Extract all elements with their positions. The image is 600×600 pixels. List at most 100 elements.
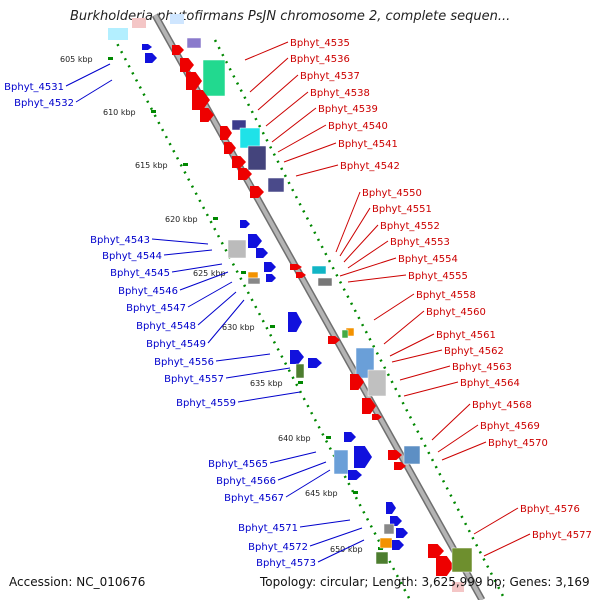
gene-leader	[339, 257, 397, 277]
gene-arrow	[290, 350, 304, 364]
gene-label-bphyt_4539: Bphyt_4539	[318, 104, 378, 115]
gene-label-bphyt_4569: Bphyt_4569	[480, 421, 540, 432]
ruler-tick	[183, 163, 188, 166]
ruler-tick	[298, 381, 303, 384]
ruler-label: 610 kbp	[103, 108, 136, 117]
accession-text: Accession: NC_010676	[9, 575, 146, 589]
gene-label-bphyt_4540: Bphyt_4540	[328, 121, 388, 132]
gene-arrow	[288, 312, 302, 332]
gene-arrow	[388, 450, 402, 460]
ruler-label: 625 kbp	[193, 269, 226, 278]
gene-label-bphyt_4543: Bphyt_4543	[90, 235, 150, 246]
gene-leader	[299, 519, 351, 528]
ruler-tick	[241, 271, 246, 274]
gene-leader	[244, 41, 289, 61]
ruler-tick	[213, 217, 218, 220]
gene-leader	[431, 403, 471, 441]
gene-arrow	[264, 262, 276, 272]
gene-label-bphyt_4551: Bphyt_4551	[372, 204, 432, 215]
gene-label-bphyt_4559: Bphyt_4559	[176, 398, 236, 409]
gene-arrow	[142, 44, 152, 50]
gene-leader	[473, 507, 519, 535]
gene-leader	[391, 349, 443, 363]
gene-leader	[215, 353, 271, 362]
gene-label-bphyt_4566: Bphyt_4566	[216, 476, 276, 487]
gene-label-bphyt_4573: Bphyt_4573	[256, 558, 316, 569]
gene-leader	[225, 367, 291, 379]
gene-label-bphyt_4553: Bphyt_4553	[390, 237, 450, 248]
gene-leader	[441, 441, 487, 461]
gene-label-bphyt_4571: Bphyt_4571	[238, 523, 298, 534]
gene-arrow	[180, 58, 194, 72]
gene-block	[383, 523, 395, 535]
gene-label-bphyt_4554: Bphyt_4554	[398, 254, 458, 265]
gene-leader	[269, 451, 317, 464]
gene-arrow	[186, 72, 202, 90]
gene-block	[375, 551, 389, 565]
gene-leader	[343, 224, 379, 263]
gene-arrow	[232, 156, 246, 168]
gene-leader	[347, 240, 389, 269]
gene-leader	[271, 107, 317, 143]
gene-arrow	[250, 186, 264, 198]
gene-label-bphyt_4548: Bphyt_4548	[136, 321, 196, 332]
gene-block	[231, 119, 247, 131]
gene-arrow	[394, 462, 406, 470]
gene-block	[247, 271, 259, 279]
gene-leader	[309, 527, 363, 547]
gene-leader	[373, 293, 415, 321]
gene-block	[239, 127, 261, 149]
gene-arrow	[224, 142, 236, 154]
gene-leader	[295, 164, 339, 177]
gene-label-bphyt_4542: Bphyt_4542	[340, 161, 400, 172]
gene-block	[227, 239, 247, 259]
ruler-label: 640 kbp	[278, 434, 311, 443]
gene-arrow	[240, 220, 250, 228]
gene-arrow	[396, 528, 408, 538]
gene-leader	[179, 271, 229, 291]
gene-label-bphyt_4572: Bphyt_4572	[248, 542, 308, 553]
ruler-tick	[270, 325, 275, 328]
gene-arrow	[390, 516, 402, 526]
gene-label-bphyt_4549: Bphyt_4549	[146, 339, 206, 350]
gene-label-bphyt_4555: Bphyt_4555	[408, 271, 468, 282]
ruler-label: 630 kbp	[222, 323, 255, 332]
ruler-label: 620 kbp	[165, 215, 198, 224]
gene-arrow	[296, 272, 306, 278]
gene-arrow	[220, 126, 232, 140]
gene-leader	[389, 333, 435, 357]
gene-block	[317, 277, 333, 287]
gene-leader	[151, 238, 209, 245]
gene-arrow	[192, 90, 210, 110]
ruler-left	[108, 29, 412, 600]
gene-block	[379, 537, 393, 549]
gene-leader	[187, 281, 233, 308]
ruler-tick	[151, 110, 156, 113]
gene-arrow	[436, 556, 454, 576]
gene-arrow	[362, 398, 376, 414]
gene-leader	[483, 533, 531, 557]
gene-leader	[197, 291, 237, 326]
gene-arrow	[266, 274, 276, 282]
gene-arrow	[172, 45, 184, 55]
gene-label-bphyt_4564: Bphyt_4564	[460, 378, 520, 389]
topology-summary: Topology: circular; Length: 3,625,999 bp…	[260, 575, 590, 589]
gene-block	[451, 547, 473, 573]
gene-label-bphyt_4544: Bphyt_4544	[102, 251, 162, 262]
gene-block	[367, 369, 387, 397]
gene-label-bphyt_4567: Bphyt_4567	[224, 493, 284, 504]
gene-arrow	[350, 374, 364, 390]
gene-block	[202, 59, 226, 97]
gene-label-bphyt_4563: Bphyt_4563	[452, 362, 512, 373]
gene-arrow	[328, 336, 340, 344]
gene-leader	[265, 91, 309, 127]
gene-label-bphyt_4531: Bphyt_4531	[4, 82, 64, 93]
gene-arrow	[386, 502, 396, 514]
gene-leader	[277, 124, 327, 153]
gene-label-bphyt_4550: Bphyt_4550	[362, 188, 422, 199]
gene-label-bphyt_4576: Bphyt_4576	[520, 504, 580, 515]
gene-arrow	[392, 540, 404, 550]
gene-label-bphyt_4556: Bphyt_4556	[154, 357, 214, 368]
gene-leader	[171, 263, 223, 273]
